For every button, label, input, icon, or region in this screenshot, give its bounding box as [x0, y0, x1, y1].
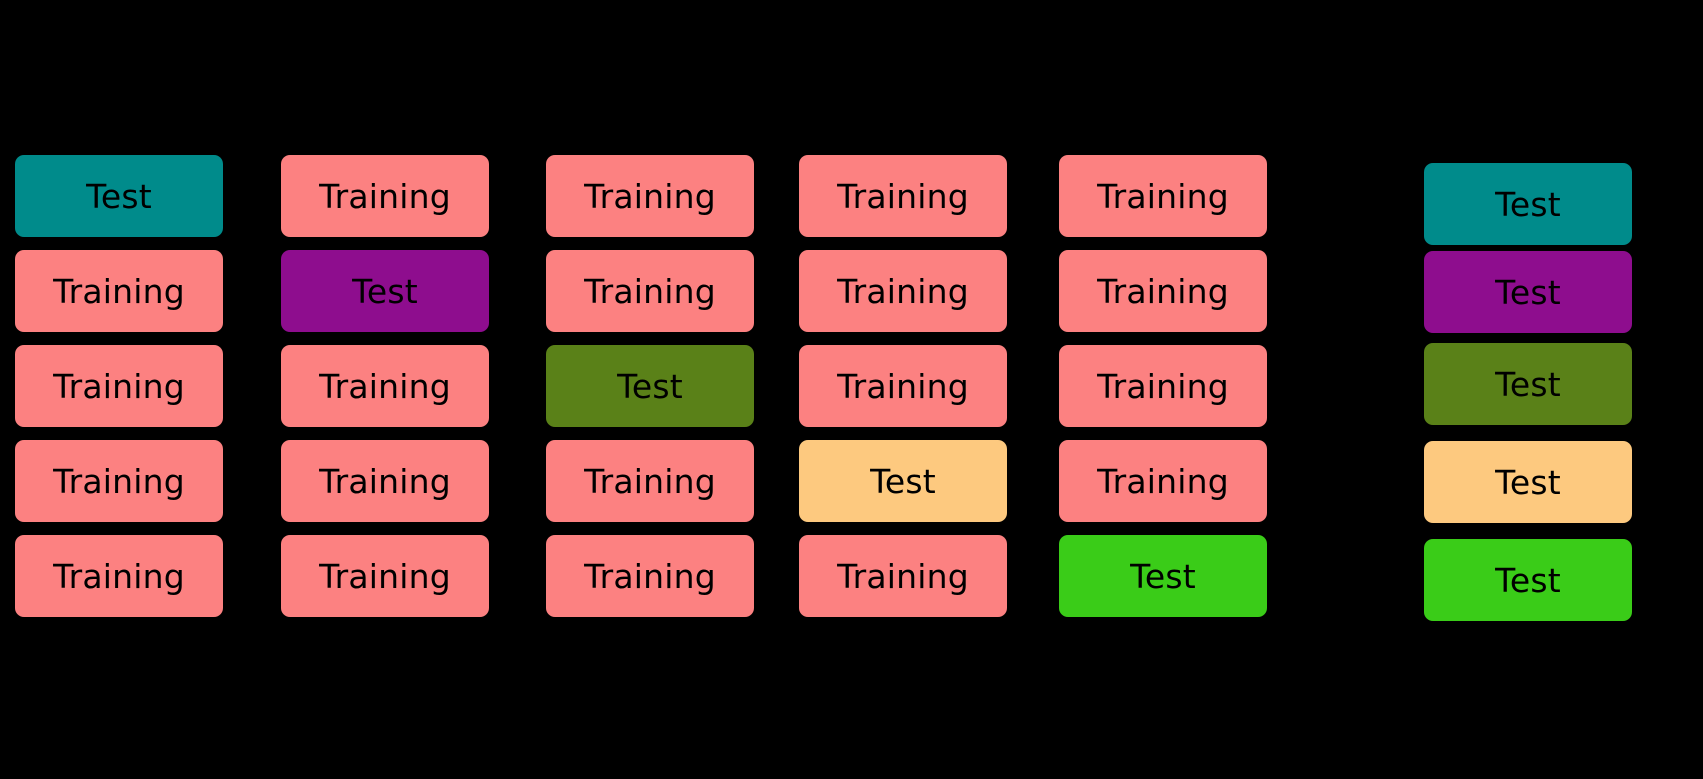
- cv-box-label: Test: [1130, 556, 1196, 596]
- cv-box-fold-1-row-4-training[interactable]: Training: [15, 440, 223, 522]
- cv-box-fold-3-row-5-training[interactable]: Training: [546, 535, 754, 617]
- cv-box-all-test-folds-row-1-test[interactable]: Test: [1424, 163, 1632, 245]
- cv-box-label: Test: [1495, 462, 1561, 502]
- cv-box-label: Test: [1495, 560, 1561, 600]
- cv-box-label: Training: [1097, 461, 1229, 501]
- cv-box-label: Test: [1495, 184, 1561, 224]
- cv-box-label: Training: [837, 176, 969, 216]
- cv-box-label: Training: [584, 271, 716, 311]
- cv-box-fold-4-row-2-training[interactable]: Training: [799, 250, 1007, 332]
- cv-box-fold-4-row-5-training[interactable]: Training: [799, 535, 1007, 617]
- cv-box-label: Training: [837, 556, 969, 596]
- cv-box-label: Training: [319, 556, 451, 596]
- cv-box-label: Training: [1097, 366, 1229, 406]
- cv-box-fold-2-row-5-training[interactable]: Training: [281, 535, 489, 617]
- cv-box-label: Training: [837, 271, 969, 311]
- cv-box-fold-4-row-3-training[interactable]: Training: [799, 345, 1007, 427]
- cv-box-fold-5-row-5-test[interactable]: Test: [1059, 535, 1267, 617]
- cv-box-fold-5-row-3-training[interactable]: Training: [1059, 345, 1267, 427]
- cv-box-fold-3-row-3-test[interactable]: Test: [546, 345, 754, 427]
- cv-box-fold-2-row-4-training[interactable]: Training: [281, 440, 489, 522]
- cv-box-all-test-folds-row-4-test[interactable]: Test: [1424, 441, 1632, 523]
- cv-box-label: Training: [53, 461, 185, 501]
- cv-box-fold-1-row-2-training[interactable]: Training: [15, 250, 223, 332]
- cv-box-label: Training: [584, 556, 716, 596]
- cv-box-label: Training: [53, 556, 185, 596]
- cv-box-label: Test: [86, 176, 152, 216]
- cv-box-label: Test: [352, 271, 418, 311]
- cv-box-fold-1-row-1-test[interactable]: Test: [15, 155, 223, 237]
- cv-box-fold-1-row-3-training[interactable]: Training: [15, 345, 223, 427]
- cv-box-label: Training: [319, 366, 451, 406]
- cv-box-label: Training: [1097, 176, 1229, 216]
- cv-box-fold-4-row-4-test[interactable]: Test: [799, 440, 1007, 522]
- cv-box-fold-2-row-3-training[interactable]: Training: [281, 345, 489, 427]
- cv-box-label: Training: [53, 271, 185, 311]
- cv-box-label: Training: [53, 366, 185, 406]
- cv-box-label: Test: [1495, 272, 1561, 312]
- cv-box-fold-3-row-4-training[interactable]: Training: [546, 440, 754, 522]
- cv-box-label: Training: [837, 366, 969, 406]
- cv-box-fold-5-row-1-training[interactable]: Training: [1059, 155, 1267, 237]
- cv-box-label: Training: [319, 461, 451, 501]
- cv-box-label: Training: [584, 461, 716, 501]
- cv-box-all-test-folds-row-5-test[interactable]: Test: [1424, 539, 1632, 621]
- cv-box-label: Training: [1097, 271, 1229, 311]
- cv-box-label: Test: [617, 366, 683, 406]
- cv-box-fold-2-row-1-training[interactable]: Training: [281, 155, 489, 237]
- cv-box-label: Test: [1495, 364, 1561, 404]
- cv-box-fold-5-row-4-training[interactable]: Training: [1059, 440, 1267, 522]
- cv-box-label: Test: [870, 461, 936, 501]
- cv-box-fold-3-row-2-training[interactable]: Training: [546, 250, 754, 332]
- cv-box-label: Training: [584, 176, 716, 216]
- cv-box-all-test-folds-row-2-test[interactable]: Test: [1424, 251, 1632, 333]
- cv-box-fold-3-row-1-training[interactable]: Training: [546, 155, 754, 237]
- cv-box-label: Training: [319, 176, 451, 216]
- cv-box-fold-4-row-1-training[interactable]: Training: [799, 155, 1007, 237]
- cv-box-fold-2-row-2-test[interactable]: Test: [281, 250, 489, 332]
- cv-box-fold-5-row-2-training[interactable]: Training: [1059, 250, 1267, 332]
- cv-box-fold-1-row-5-training[interactable]: Training: [15, 535, 223, 617]
- cv-box-all-test-folds-row-3-test[interactable]: Test: [1424, 343, 1632, 425]
